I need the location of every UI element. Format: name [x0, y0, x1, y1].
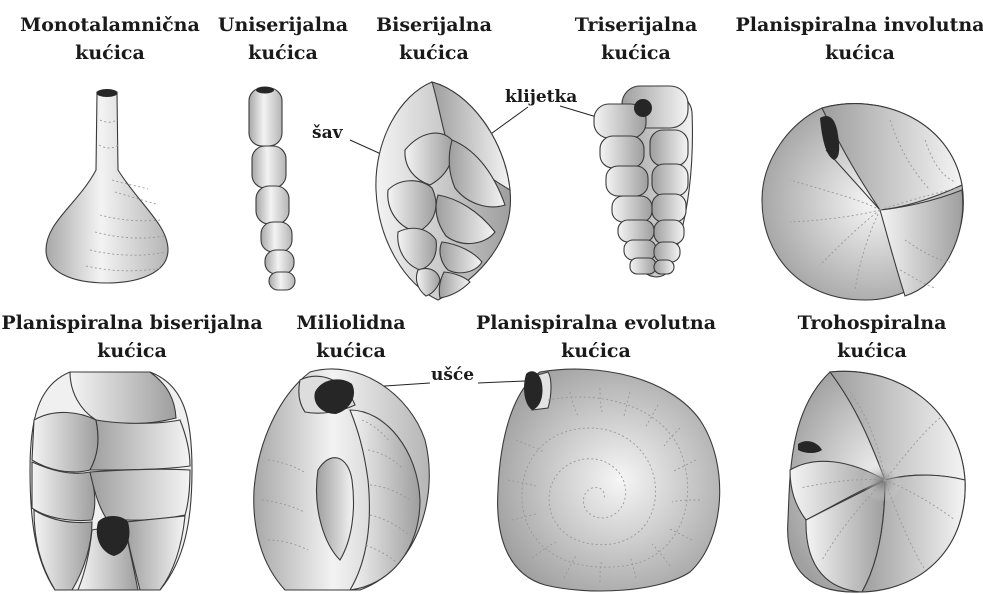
leader-usce-2	[478, 381, 525, 383]
label-planispiralna-involutna: Planispiralna involutna kućica	[735, 14, 983, 64]
label-monotalamnicna: Monotalamnična kućica	[20, 14, 200, 64]
label-line-1: Miliolidna	[296, 312, 405, 334]
evolute-planispiral-shell	[498, 369, 720, 591]
biserial-shell	[376, 82, 511, 300]
label-biserijalna: Biserijalna kućica	[376, 14, 492, 64]
label-uniserijalna: Uniserijalna kućica	[218, 14, 348, 64]
triserial-shell	[594, 86, 692, 277]
label-line-1: Trohospiralna	[798, 312, 947, 334]
leader-klijetka-1	[488, 107, 528, 136]
label-line-2: kućica	[837, 340, 907, 362]
umbilicus	[862, 462, 902, 502]
aperture-icon	[634, 99, 652, 117]
label-line-2: kućica	[248, 42, 318, 64]
label-line-2: kućica	[75, 42, 145, 64]
involute-planispiral-shell	[762, 104, 963, 300]
label-line-1: Biserijalna	[376, 14, 492, 36]
annotation-sav: šav	[312, 123, 344, 143]
label-triserijalna: Triserijalna kućica	[575, 14, 698, 64]
trochospiral-shell	[788, 371, 966, 592]
label-planispiralna-biserijalna: Planispiralna biserijalna kućica	[1, 312, 262, 362]
planispiral-biserial-shell	[30, 372, 192, 590]
aperture-icon	[256, 87, 274, 94]
annotation-usce: ušće	[431, 365, 474, 385]
aperture-icon	[97, 89, 118, 97]
label-trohospiralna: Trohospiralna kućica	[798, 312, 947, 362]
miliolid-shell	[254, 369, 430, 590]
label-line-2: kućica	[561, 340, 631, 362]
label-line-1: Planispiralna evolutna	[476, 312, 716, 334]
label-line-1: Planispiralna biserijalna	[1, 312, 262, 334]
monothalamous-shell	[46, 89, 168, 283]
label-line-1: Uniserijalna	[218, 14, 348, 36]
label-miliolidna: Miliolidna kućica	[296, 312, 405, 362]
label-line-2: kućica	[97, 340, 167, 362]
label-line-2: kućica	[601, 42, 671, 64]
label-line-2: kućica	[316, 340, 386, 362]
uniserial-shell	[249, 87, 295, 291]
label-line-1: Monotalamnična	[20, 14, 200, 36]
label-line-1: Triserijalna	[575, 14, 698, 36]
label-line-1: Planispiralna involutna	[735, 14, 983, 36]
annotation-klijetka: klijetka	[505, 87, 577, 107]
label-planispiralna-evolutna: Planispiralna evolutna kućica	[476, 312, 716, 362]
label-line-2: kućica	[825, 42, 895, 64]
label-line-2: kućica	[399, 42, 469, 64]
